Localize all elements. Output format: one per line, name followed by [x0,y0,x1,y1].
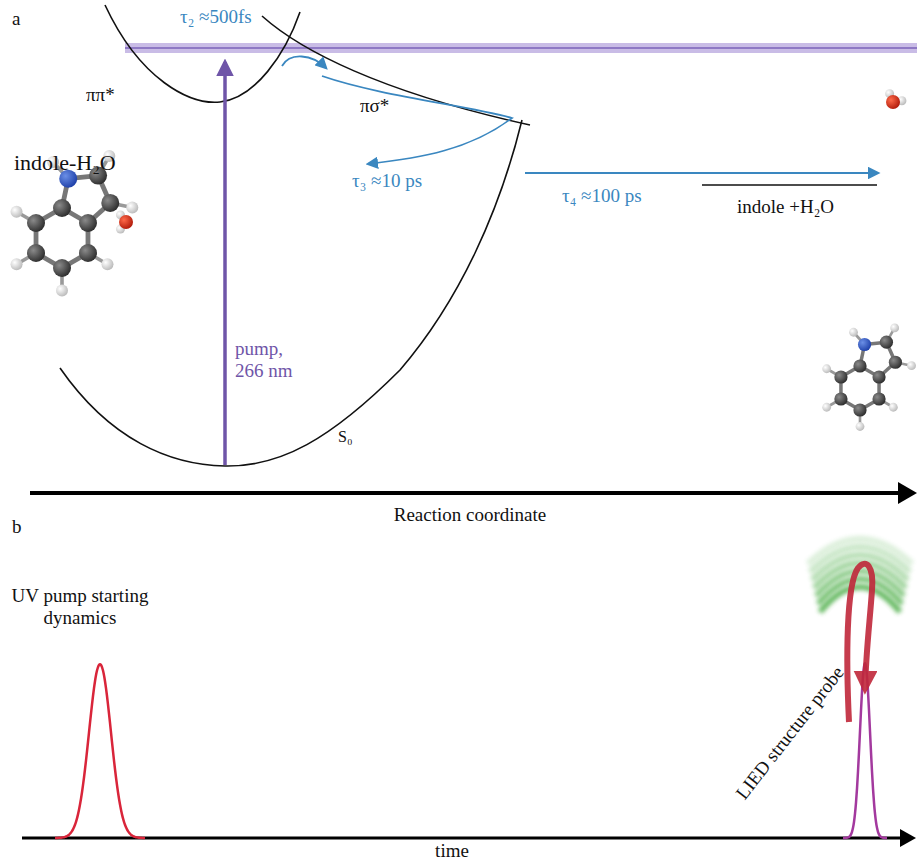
atom [53,199,71,217]
ground-curve [60,120,522,466]
excitation-band [125,43,917,53]
text-label: indole-H₂O [14,150,116,175]
atom [907,361,916,370]
atom [53,259,71,277]
indole-molecule [11,150,139,296]
text-label: S₀ [338,428,352,446]
atom [56,285,68,297]
water-molecule [885,89,906,109]
atom [11,258,23,270]
electron-wave [820,587,900,612]
atom [889,403,898,412]
pisigma-curve [262,16,530,125]
text-label: τ₂ ≈500fs [180,6,252,28]
atom [822,403,831,412]
atom [849,328,858,337]
time-axis [22,837,904,840]
axis-arrowhead [900,829,916,847]
reaction-axis [30,491,902,495]
atom [856,422,865,431]
text-label: indole +H₂O [737,196,834,218]
axis-arrowhead [898,482,917,504]
atom [79,214,97,232]
excitation-line [125,47,917,49]
text-label: τ₄ ≈100 ps [562,185,642,207]
atom [872,392,885,405]
tau2-arrow [282,56,326,68]
rotated-label: LIED structure probe [731,662,848,804]
atom [27,244,45,262]
water-molecule [116,210,133,233]
atom [27,214,45,232]
pump-arrow [223,62,227,465]
text-label: Reaction coordinate [394,504,546,526]
atom [889,356,902,369]
atom [11,206,23,218]
product-level [702,184,877,186]
text-label: ππ* [86,84,115,106]
tau4-arrow [525,172,878,174]
atom [101,194,119,212]
text-label: τ₃ ≈10 ps [352,170,422,192]
wrapped-label: UV pump starting dynamics [5,585,155,629]
atom [79,244,97,262]
atom [126,202,138,214]
text-label: b [12,516,22,538]
atom [834,392,847,405]
atom [872,370,885,383]
tau3-arrow [322,76,512,164]
atom [880,336,893,349]
atom [853,403,866,416]
atom [119,215,133,229]
indole-molecule [822,323,916,430]
atom [834,370,847,383]
atom [858,338,871,351]
pump-pulse [55,664,145,838]
atom [886,95,900,109]
atom [822,364,831,373]
atom [890,323,899,332]
text-label: πσ* [360,95,389,117]
wrapped-label: pump, 266 nm [235,338,315,382]
text-label: time [435,840,469,861]
pipi-curve [105,5,300,102]
text-label: a [12,8,20,30]
atom [101,258,113,270]
atom [853,359,866,372]
rescattering-arrow [847,564,872,722]
